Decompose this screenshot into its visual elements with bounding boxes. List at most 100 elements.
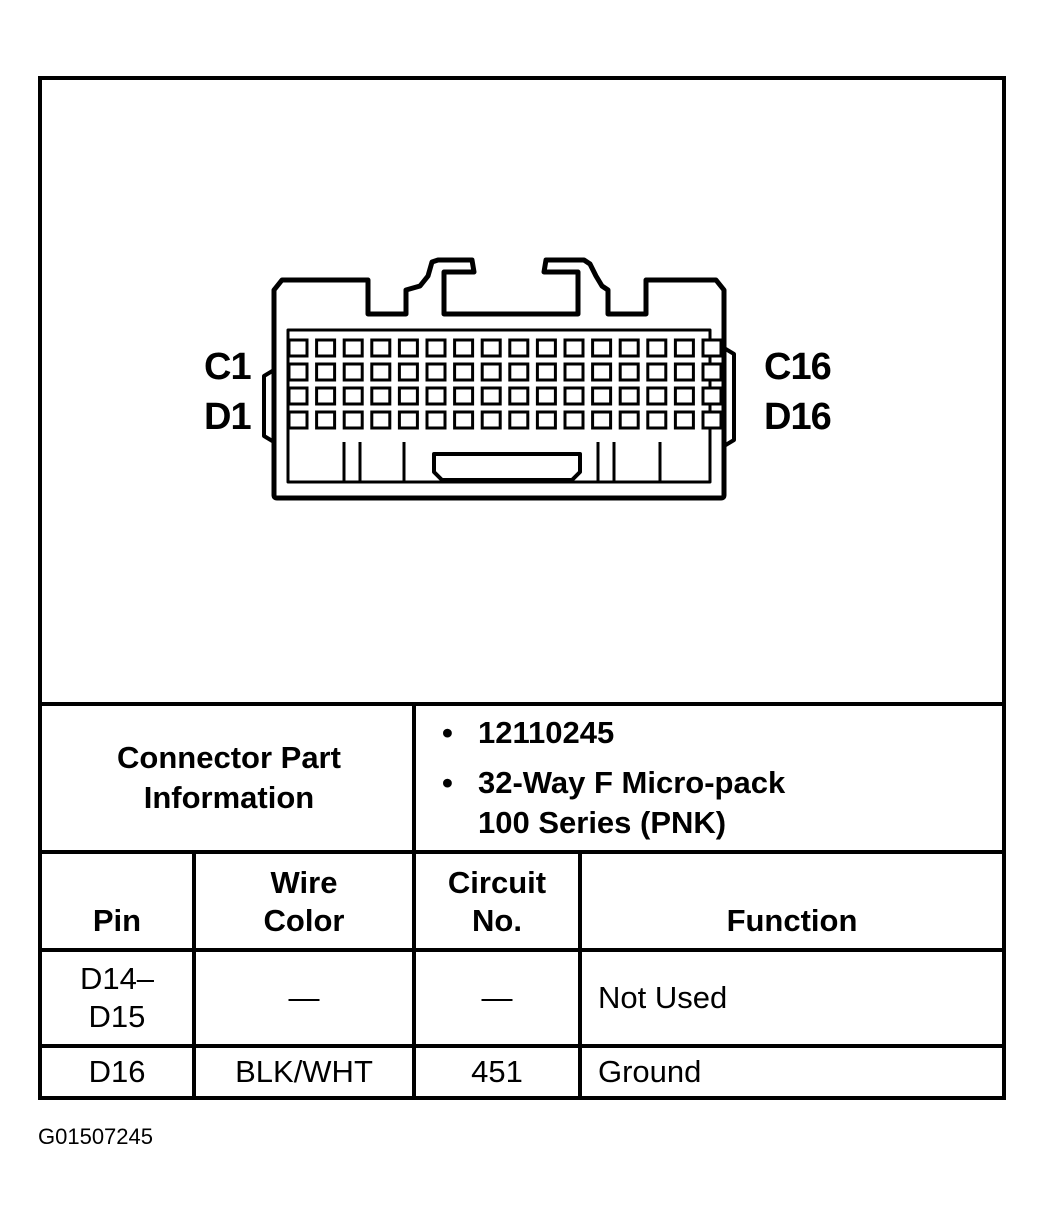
terminal-cavity xyxy=(618,338,640,358)
left-side-latch xyxy=(262,368,276,444)
table-row-2-wire-color: BLK/WHT xyxy=(235,1054,373,1089)
keyway-slot xyxy=(432,452,582,482)
terminal-cavity xyxy=(425,386,447,406)
terminal-cavity xyxy=(315,338,337,358)
table-row-1-wire-color: — xyxy=(288,980,320,1015)
table-divider-pin xyxy=(192,850,196,1100)
info-label-line2: Information xyxy=(143,780,315,815)
table-row-2-function: Ground xyxy=(598,1054,702,1089)
pin-label-d1: D1 xyxy=(204,396,252,438)
bottom-rib-right xyxy=(596,442,662,482)
terminal-cavity xyxy=(370,386,392,406)
terminal-cavity xyxy=(315,386,337,406)
terminal-cavity xyxy=(453,410,475,430)
terminal-cavity xyxy=(508,362,530,382)
terminal-cavity xyxy=(673,410,695,430)
bullet-icon: • xyxy=(442,765,453,800)
terminal-cavity xyxy=(618,410,640,430)
divider-diagram-info xyxy=(42,702,1002,706)
pin-label-c16: C16 xyxy=(764,346,832,388)
terminal-cavity xyxy=(646,386,668,406)
connector-type-line2: 100 Series (PNK) xyxy=(478,805,727,840)
connector-inner-wall xyxy=(286,328,712,484)
terminal-cavity xyxy=(701,338,723,358)
connector-part-info-label: Connector Part Information xyxy=(46,706,412,850)
part-number-item: • 12110245 xyxy=(442,713,1002,753)
terminal-cavity xyxy=(646,338,668,358)
terminal-cavity xyxy=(618,386,640,406)
table-row-1-pin: D14– D15 xyxy=(42,952,192,1044)
terminal-cavity xyxy=(370,410,392,430)
terminal-cavity xyxy=(591,386,613,406)
info-label-line1: Connector Part xyxy=(117,740,341,775)
connector-diagram: C1 D1 C16 D16 xyxy=(42,80,1002,702)
terminal-cavity xyxy=(397,386,419,406)
terminal-cavity xyxy=(287,386,309,406)
header-pin-text: Pin xyxy=(92,903,142,938)
connector-end-view-frame: C1 D1 C16 D16 Connector Part Information… xyxy=(38,76,1006,1100)
table-divider-wire xyxy=(412,850,416,1100)
terminal-cavity xyxy=(397,338,419,358)
terminal-cavity xyxy=(591,410,613,430)
pin-label-c1: C1 xyxy=(204,346,252,388)
terminal-cavity xyxy=(591,362,613,382)
terminal-cavity xyxy=(315,362,337,382)
divider-header-row1 xyxy=(42,948,1002,952)
terminal-cavity xyxy=(453,338,475,358)
header-pin: Pin xyxy=(42,854,192,948)
terminal-cavity xyxy=(453,386,475,406)
connector-type-line1: 32-Way F Micro-pack xyxy=(478,765,786,800)
terminal-cavity xyxy=(508,338,530,358)
figure-id: G01507245 xyxy=(38,1124,153,1149)
table-row-2-circuit: 451 xyxy=(471,1054,523,1089)
terminal-cavity xyxy=(563,410,585,430)
connector-type-item: • 32-Way F Micro-pack 100 Series (PNK) xyxy=(442,763,1002,843)
connector-part-info-values: • 12110245 • 32-Way F Micro-pack 100 Ser… xyxy=(416,706,1002,850)
terminal-cavity xyxy=(453,362,475,382)
bottom-rib-left xyxy=(342,442,406,482)
terminal-cavity xyxy=(370,362,392,382)
terminal-cavity xyxy=(563,386,585,406)
connector-housing-outline xyxy=(271,257,727,501)
terminal-cavity xyxy=(673,386,695,406)
terminal-cavity xyxy=(701,386,723,406)
terminal-cavity xyxy=(480,338,502,358)
pin-label-d16: D16 xyxy=(764,396,832,438)
terminal-cavity xyxy=(535,410,557,430)
terminal-cavity xyxy=(535,386,557,406)
table-row-1-circuit: — xyxy=(481,980,513,1015)
info-column-divider xyxy=(412,702,416,854)
terminal-cavity xyxy=(508,410,530,430)
terminal-cavity xyxy=(701,362,723,382)
terminal-cavity xyxy=(673,338,695,358)
terminal-cavity xyxy=(287,338,309,358)
terminal-cavity xyxy=(425,410,447,430)
terminal-cavity xyxy=(397,410,419,430)
header-circuit-line2: No. xyxy=(472,903,522,938)
terminal-cavity xyxy=(563,362,585,382)
terminal-cavity xyxy=(480,386,502,406)
terminal-cavity xyxy=(591,338,613,358)
terminal-cavity xyxy=(673,362,695,382)
terminal-cavity xyxy=(342,386,364,406)
terminal-cavity xyxy=(342,362,364,382)
divider-row1-row2 xyxy=(42,1044,1002,1048)
terminal-cavity xyxy=(370,338,392,358)
terminal-cavity xyxy=(480,410,502,430)
table-row-2-pin: D16 xyxy=(88,1054,146,1089)
terminal-cavity xyxy=(480,362,502,382)
terminal-cavity xyxy=(397,362,419,382)
header-function: Function xyxy=(582,854,1002,948)
terminal-cavities xyxy=(287,338,723,430)
terminal-cavity xyxy=(508,386,530,406)
terminal-cavity xyxy=(425,362,447,382)
right-side-latch xyxy=(722,346,736,448)
terminal-cavity xyxy=(287,410,309,430)
header-function-text: Function xyxy=(726,903,858,938)
header-wire-color-line1: Wire xyxy=(270,865,338,900)
terminal-cavity xyxy=(342,410,364,430)
terminal-cavity xyxy=(425,338,447,358)
terminal-cavity xyxy=(646,362,668,382)
terminal-cavity xyxy=(342,338,364,358)
terminal-cavity xyxy=(563,338,585,358)
